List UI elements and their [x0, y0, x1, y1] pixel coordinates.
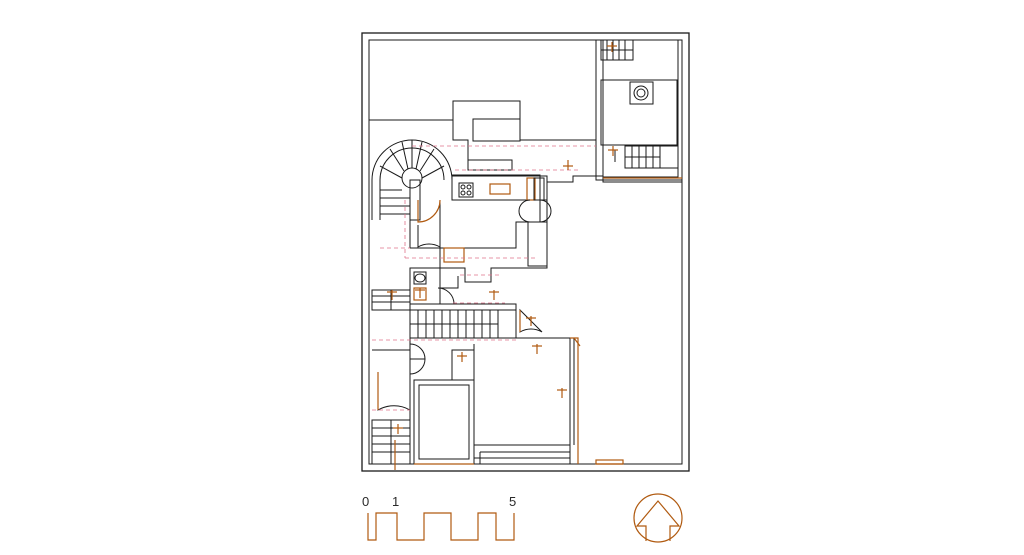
scale-label-5: 5 [509, 494, 516, 509]
scale-label-0: 0 [362, 494, 369, 509]
scale-bar-line [367, 512, 515, 541]
left-stair [371, 289, 411, 311]
middle-stair [409, 303, 570, 339]
overhead-hidden-lines [372, 145, 596, 411]
outer-walls [361, 32, 690, 472]
north-arrow-icon [633, 493, 683, 543]
bathroom [409, 267, 459, 305]
stair-top-right [600, 39, 634, 61]
chimney-icon [629, 81, 654, 105]
courtyard-upper-left [369, 39, 597, 171]
lower-core [372, 338, 571, 465]
level-markers [387, 42, 618, 470]
scale-label-1: 1 [392, 494, 399, 509]
right-living-room [474, 175, 682, 465]
central-walls [409, 174, 548, 283]
stair-right-lower [614, 145, 679, 169]
upper-right-room [595, 39, 683, 181]
spiral-stair [371, 139, 453, 221]
doors [377, 199, 552, 411]
lower-left-stair [371, 419, 411, 465]
scale-bar: 0 1 5 [362, 494, 516, 541]
kitchen [451, 175, 548, 201]
